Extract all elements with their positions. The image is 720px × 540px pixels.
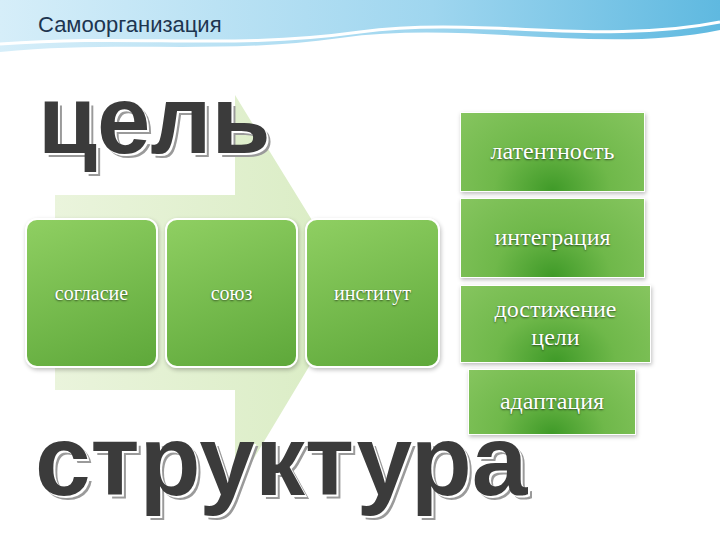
goal-word: цель [38, 72, 270, 168]
box-text: согласие [55, 282, 128, 305]
slide-title: Самоорганизация [38, 12, 222, 38]
function-box: достижение цели [460, 285, 651, 363]
stage-box: союз [165, 218, 298, 368]
header-wave [0, 0, 720, 52]
function-box: латентность [460, 112, 645, 192]
function-box: интеграция [460, 198, 645, 278]
box-text: достижение цели [469, 296, 642, 351]
structure-word: структура [35, 410, 527, 510]
box-text: союз [211, 282, 253, 305]
stage-box: институт [305, 218, 440, 368]
stage-box: согласие [25, 218, 158, 368]
box-text: латентность [490, 138, 614, 166]
box-text: институт [334, 282, 411, 305]
box-text: интеграция [494, 224, 610, 252]
